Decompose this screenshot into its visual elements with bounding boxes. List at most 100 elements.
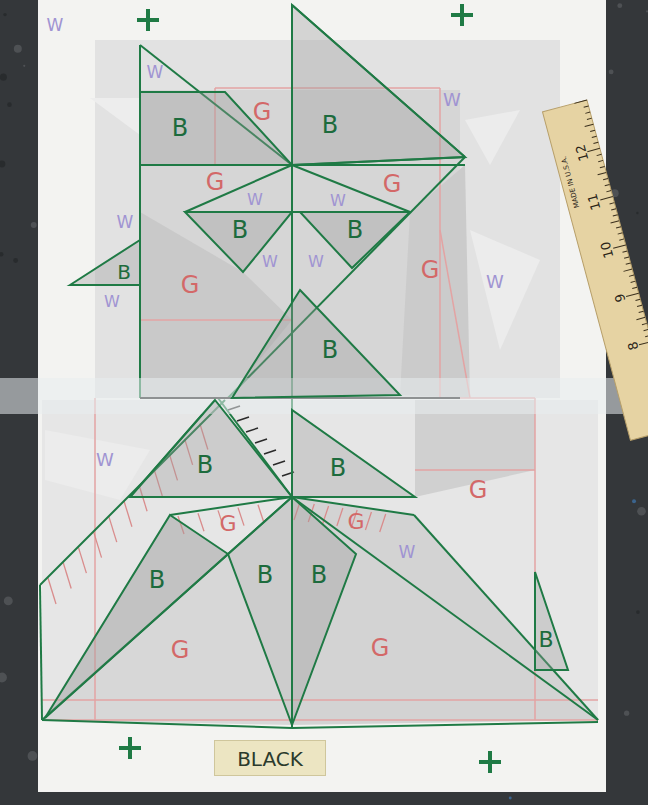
ruler-tick bbox=[619, 239, 624, 240]
texture-spot bbox=[28, 751, 38, 761]
ruler-tick bbox=[574, 100, 587, 103]
ruler-tick bbox=[611, 221, 620, 223]
color-code-letter: G bbox=[469, 478, 488, 502]
printed-shade bbox=[470, 230, 540, 350]
green-line bbox=[292, 497, 598, 720]
color-code-letter: G bbox=[383, 172, 402, 196]
hatch-line bbox=[238, 508, 244, 526]
pattern-piece: B bbox=[292, 410, 415, 497]
ruler-tick bbox=[590, 130, 595, 131]
texture-spot bbox=[646, 10, 648, 12]
pink-line bbox=[440, 230, 470, 398]
green-line bbox=[40, 400, 225, 585]
piece-letter: B bbox=[322, 113, 338, 137]
masking-tape: BLACK bbox=[214, 740, 326, 776]
green-line bbox=[185, 211, 410, 213]
hatch-line bbox=[63, 563, 71, 589]
green-line bbox=[292, 722, 598, 728]
ruler-tick bbox=[645, 335, 648, 336]
pattern-piece: B bbox=[140, 92, 292, 165]
pink-line bbox=[140, 319, 292, 321]
piece-letter: B bbox=[149, 568, 165, 592]
ruler-tick bbox=[613, 245, 626, 248]
texture-spot bbox=[0, 673, 7, 683]
color-code-letter: G bbox=[206, 170, 225, 194]
pattern-piece: B bbox=[292, 497, 356, 725]
color-code-letter: G bbox=[371, 636, 390, 660]
ruler-tick bbox=[585, 112, 590, 113]
ruler-number: 9 bbox=[613, 292, 628, 303]
ruler-tick bbox=[639, 311, 644, 312]
hatch-line bbox=[258, 505, 264, 523]
piece-triangle bbox=[140, 92, 292, 165]
green-line bbox=[292, 165, 410, 212]
ruler-tick bbox=[642, 323, 647, 324]
faint-color-code-letter: W bbox=[399, 544, 416, 561]
ruler-tick bbox=[616, 227, 621, 228]
ruler-tick bbox=[624, 257, 629, 258]
texture-spot bbox=[3, 13, 6, 16]
dark-hatch bbox=[273, 461, 285, 465]
ruler-tick bbox=[637, 305, 642, 306]
registration-cross bbox=[479, 751, 501, 773]
ruler-tick bbox=[635, 299, 640, 300]
hatch-line bbox=[198, 513, 204, 531]
ruler-body bbox=[542, 100, 648, 440]
green-line bbox=[130, 496, 415, 498]
texture-spot bbox=[0, 74, 7, 81]
pattern-piece: B bbox=[228, 497, 292, 725]
piece-letter: B bbox=[322, 338, 338, 362]
printed-shade bbox=[292, 497, 598, 725]
registration-cross bbox=[451, 4, 473, 26]
piece-outline bbox=[292, 5, 465, 165]
piece-outline bbox=[292, 497, 356, 725]
hatch-line bbox=[139, 485, 147, 511]
piece-letter: B bbox=[197, 453, 213, 477]
green-line bbox=[140, 91, 225, 93]
ruler-tick bbox=[626, 293, 639, 296]
green-line bbox=[170, 497, 292, 515]
ruler-number: 10 bbox=[599, 240, 616, 259]
dark-hatch bbox=[255, 439, 267, 443]
piece-triangle bbox=[70, 240, 140, 285]
hatch-line bbox=[169, 454, 177, 480]
faint-color-code-letter: W bbox=[308, 254, 324, 270]
hatch-line bbox=[200, 423, 208, 449]
piece-triangle bbox=[300, 212, 410, 268]
green-line bbox=[228, 157, 465, 398]
ruler-tick bbox=[593, 142, 598, 143]
texture-spot bbox=[509, 797, 512, 800]
ruler-tick bbox=[606, 191, 611, 192]
piece-outline bbox=[232, 290, 400, 398]
faint-color-code-letter: W bbox=[96, 451, 114, 469]
ruler-tick bbox=[592, 136, 597, 137]
ruler-tick bbox=[611, 209, 616, 210]
color-code-letter: G bbox=[171, 638, 190, 662]
ruler-tick bbox=[618, 233, 623, 234]
ruler-tick bbox=[587, 118, 592, 119]
ruler-tick bbox=[600, 197, 613, 200]
color-code-letter: G bbox=[421, 258, 440, 282]
piece-triangle bbox=[292, 497, 356, 725]
texture-spot bbox=[13, 258, 18, 263]
green-line bbox=[292, 497, 414, 515]
ruler-tick bbox=[584, 106, 589, 107]
ruler-tick bbox=[636, 317, 645, 319]
ruler-imprint: MADE IN U.S.A. bbox=[560, 155, 581, 208]
piece-triangle bbox=[535, 572, 568, 670]
dark-hatch bbox=[264, 450, 276, 454]
registration-cross bbox=[137, 9, 159, 31]
pink-line bbox=[42, 719, 598, 721]
registration-cross bbox=[119, 737, 141, 759]
piece-letter: B bbox=[232, 218, 248, 242]
tape-band bbox=[0, 378, 648, 414]
green-line bbox=[42, 720, 292, 728]
faint-color-code-letter: W bbox=[486, 273, 504, 291]
hatch-line bbox=[218, 510, 224, 528]
texture-spot bbox=[0, 252, 3, 257]
ruler-tick bbox=[626, 263, 631, 264]
faint-color-code-letter: W bbox=[147, 64, 164, 81]
piece-outline bbox=[130, 400, 292, 497]
